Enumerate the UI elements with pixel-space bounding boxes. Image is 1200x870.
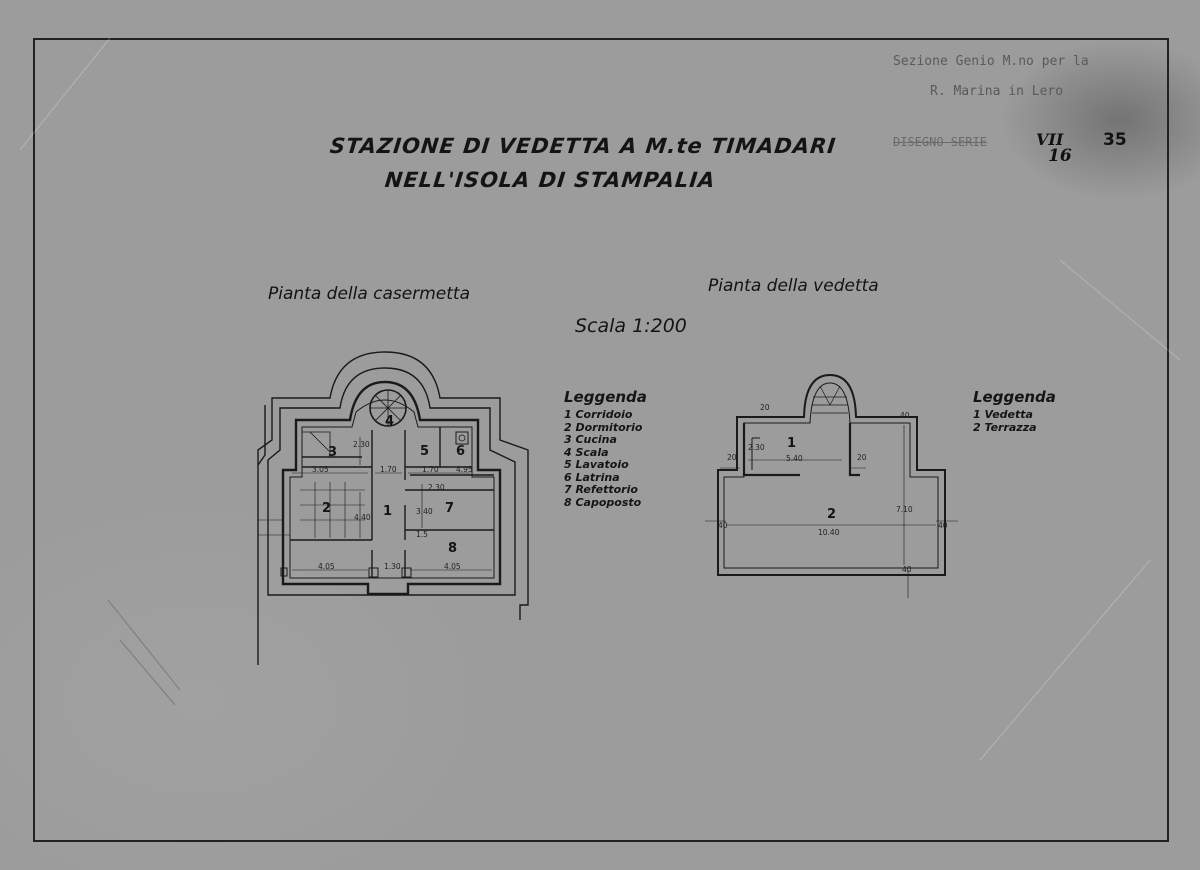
room-number: 3	[328, 445, 337, 460]
left-plan-caption: Pianta della casermetta	[268, 284, 471, 304]
sheet-number: 35	[1103, 130, 1127, 150]
office-line-2: R. Marina in Lero	[930, 84, 1064, 99]
office-line-1: Sezione Genio M.no per la	[893, 54, 1089, 69]
left-legend-item: 7 Refettorio	[564, 483, 638, 496]
dimension-label: 4.05	[444, 562, 461, 571]
room-number: 7	[445, 501, 454, 516]
dimension-label: 40	[938, 521, 948, 530]
reference-roman: VII	[1036, 130, 1064, 149]
reference-label: DISEGNO SERIE	[893, 135, 987, 149]
left-legend-item: 3 Cucina	[564, 433, 617, 446]
left-legend-item: 5 Lavatoio	[564, 458, 629, 471]
left-legend-title: Leggenda	[564, 388, 647, 406]
right-legend-title: Leggenda	[973, 388, 1056, 406]
scale-label: Scala 1:200	[575, 315, 687, 337]
dimension-label: 2.30	[353, 440, 370, 449]
room-number: 2	[827, 507, 836, 522]
dimension-label: 4.05	[318, 562, 335, 571]
dimension-label: 20	[857, 453, 867, 462]
right-plan-caption: Pianta della vedetta	[708, 276, 879, 296]
room-number: 8	[448, 541, 457, 556]
dimension-label: 3.05	[312, 465, 329, 474]
dimension-label: 20	[727, 453, 737, 462]
dimension-label: 2.30	[748, 443, 765, 452]
room-number: 6	[456, 444, 465, 459]
dimension-label: 1.5	[416, 530, 428, 539]
room-number: 1	[383, 504, 392, 519]
dimension-label: 1.30	[384, 562, 401, 571]
room-number: 4	[385, 414, 394, 429]
dimension-label: 20	[760, 403, 770, 412]
dimension-label: 5.40	[786, 454, 803, 463]
dimension-label: 1.70	[380, 465, 397, 474]
right-legend-item: 1 Vedetta	[973, 408, 1033, 421]
dimension-label: 4.40	[354, 513, 371, 522]
dimension-label: 1.70	[422, 465, 439, 474]
right-legend-item: 2 Terrazza	[973, 420, 1037, 434]
room-number: 5	[420, 444, 429, 459]
dimension-label: 10.40	[818, 528, 840, 537]
left-legend-item: 4 Scala	[564, 445, 609, 459]
dimension-label: 40	[900, 411, 910, 420]
left-legend-item: 1 Corridoio	[564, 408, 633, 421]
dimension-label: 40	[718, 521, 728, 530]
right-legend: Leggenda 1 Vedetta 2 Terrazza	[973, 388, 1056, 434]
left-legend: Leggenda 1 Corridoio 2 Dormitorio 3 Cuci…	[564, 388, 647, 509]
room-number: 2	[322, 501, 331, 516]
dimension-label: 40	[902, 565, 912, 574]
dimension-label: 2.30	[428, 483, 445, 492]
room-number: 1	[787, 436, 796, 451]
reference-number: 16	[1048, 146, 1072, 166]
dimension-label: 7.10	[896, 505, 913, 514]
dimension-label: 4.95	[456, 465, 473, 474]
dimension-label: 3.40	[416, 507, 433, 516]
left-legend-item: 6 Latrina	[564, 470, 620, 484]
drawing-frame	[33, 38, 1169, 842]
left-legend-item: 2 Dormitorio	[564, 420, 643, 434]
left-legend-item: 8 Capoposto	[564, 495, 642, 509]
